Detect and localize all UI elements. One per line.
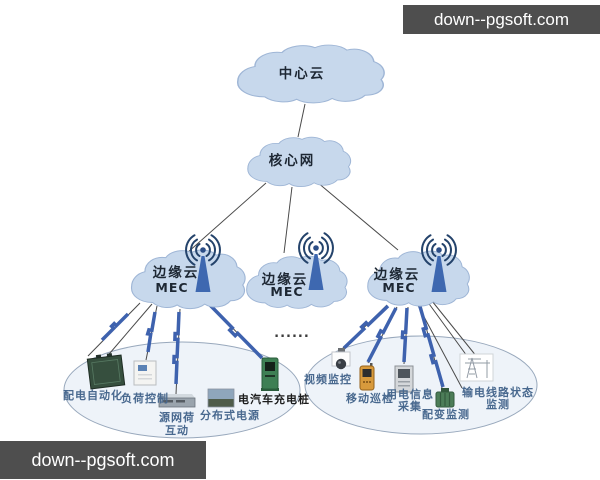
transmission-line-label-line1: 输电线路状态 [462, 386, 534, 399]
edge3-mec-label: MEC [382, 280, 416, 295]
load-control-label: 负荷控制 [121, 392, 169, 405]
transformer-monitoring-label: 配变监测 [422, 408, 470, 421]
edge2-mec-label: MEC [270, 284, 304, 299]
edge2-cloud-label: 边缘云 [261, 272, 309, 288]
power-info-collection-icon [394, 365, 414, 393]
edge1-cloud-label: 边缘云 [152, 265, 200, 281]
edge1-mec-label: MEC [155, 280, 189, 295]
transformer-monitoring-icon [435, 388, 455, 408]
bolt-ev-charging [206, 301, 264, 360]
mobile-inspection-icon [359, 363, 375, 391]
bolt-load-control [145, 311, 157, 353]
distribution-automation-label: 配电自动化 [63, 389, 123, 402]
bolt-source-grid-load [172, 311, 181, 385]
source-grid-load-label-line1: 源网荷 [159, 411, 195, 424]
power-info-collection-label-line1: 用电信息 [386, 388, 434, 401]
video-surveillance-icon [331, 348, 351, 370]
left-site-ellipse [63, 341, 301, 439]
watermark-bottom-left: down--pgsoft.com [0, 441, 206, 479]
lightning-links [100, 301, 445, 388]
power-info-collection-label-line2: 采集 [398, 400, 422, 413]
source-grid-load-icon [158, 394, 196, 408]
mobile-inspection-label: 移动巡检 [346, 392, 394, 405]
bolt-power-info [400, 307, 409, 363]
video-surveillance-label: 视频监控 [304, 373, 352, 386]
load-control-icon [133, 360, 157, 386]
watermark-top-right: down--pgsoft.com [403, 5, 600, 34]
distributed-power-label: 分布式电源 [200, 409, 260, 422]
edge3-cloud-label: 边缘云 [373, 267, 421, 283]
bolt-transformer-monitoring [417, 302, 445, 388]
core-cloud-label: 核心网 [268, 153, 316, 169]
distribution-automation-icon [86, 353, 126, 390]
bolt-distribution-automation [100, 312, 130, 342]
bolt-mobile-inspection [366, 307, 398, 363]
distributed-power-icon [207, 388, 235, 408]
transmission-line-icon [459, 353, 494, 382]
central-cloud-label: 中心云 [278, 66, 326, 82]
source-grid-load-label-line2: 互动 [165, 424, 189, 437]
bolt-video-surveillance [342, 304, 390, 350]
transmission-line-label-line2: 监测 [486, 398, 510, 411]
ellipsis-separator: ...... [274, 326, 310, 341]
ev-charging-pile-icon [261, 357, 279, 391]
ev-charging-pile-label: 电汽车充电桩 [238, 393, 310, 406]
